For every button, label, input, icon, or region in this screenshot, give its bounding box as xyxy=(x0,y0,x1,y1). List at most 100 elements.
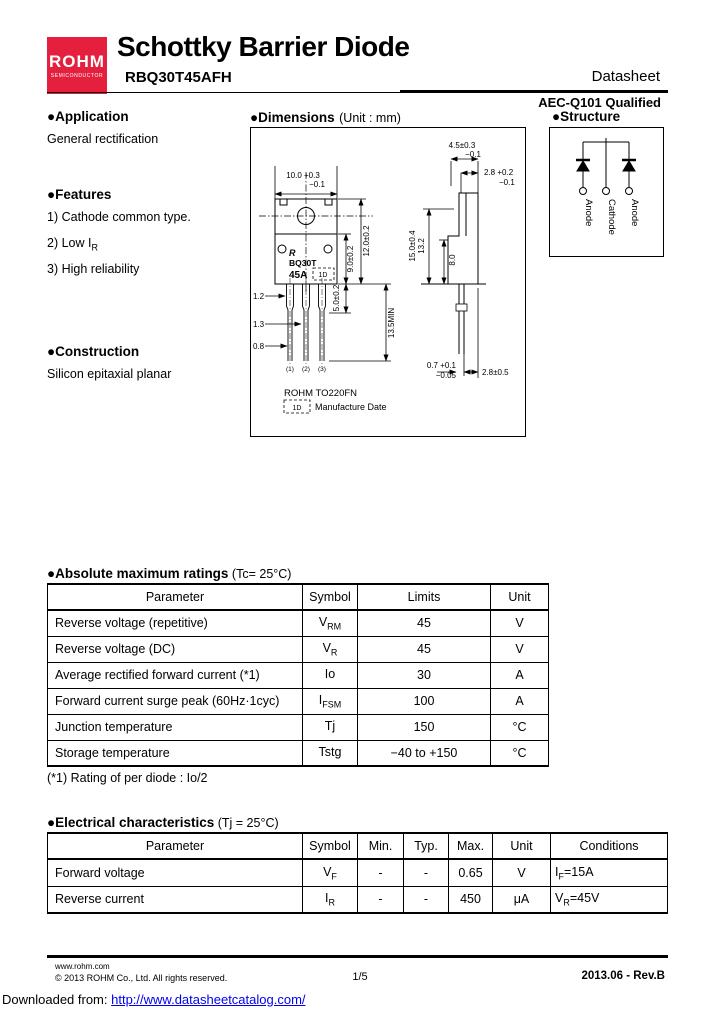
ejector-mark-right xyxy=(323,244,333,254)
unit-cell: A xyxy=(490,687,549,715)
dim-side-w: 4.5±0.3 xyxy=(449,141,476,150)
dimensions-drawing-box: 10.0 +0.3 −0.1 9.0±0.2 12.0±0.2 5.0±0.2 … xyxy=(250,127,526,437)
terminal-label-anode-right: Anode xyxy=(629,199,640,226)
feature-3-num: 3) xyxy=(47,262,59,276)
leads xyxy=(286,278,326,366)
dim-lw1: 1.2 xyxy=(253,292,265,301)
symbol-base: Io xyxy=(324,666,336,681)
header-rule-thin xyxy=(47,92,668,93)
ejector-mark-left xyxy=(277,244,287,254)
marking-line1: BQ30T xyxy=(289,258,317,268)
legend-datecode: 1D xyxy=(293,405,302,412)
condition-value: =15A xyxy=(563,864,594,879)
table-row: Forward current surge peak (60Hz·1cyc) I… xyxy=(47,687,549,715)
page-title: Schottky Barrier Diode xyxy=(117,31,410,62)
marking-area xyxy=(283,267,335,414)
dim-side-w2: 2.8 +0.2 xyxy=(484,168,514,177)
abs-max-header-row: Parameter Symbol Limits Unit xyxy=(47,583,549,611)
part-number: RBQ30T45AFH xyxy=(125,69,232,86)
abs-max-table: Parameter Symbol Limits Unit Reverse vol… xyxy=(47,583,549,767)
download-prefix: Downloaded from: xyxy=(2,992,112,1007)
elec-table: Parameter Symbol Min. Typ. Max. Unit Con… xyxy=(47,832,668,914)
abs-max-title-bold: ●Absolute maximum ratings xyxy=(47,566,229,581)
symbol-sub: R xyxy=(330,647,338,658)
param-cell: Reverse current xyxy=(47,885,303,914)
diode-left xyxy=(576,158,590,172)
unit-cell: °C xyxy=(490,713,549,741)
elec-condition: (Tj = 25°C) xyxy=(214,816,279,830)
condition-base: I xyxy=(555,864,559,879)
dim-lead-t-tol: −0.05 xyxy=(436,371,457,380)
dim-side-h: 15.0±0.4 xyxy=(408,230,417,262)
limit-cell: 45 xyxy=(357,635,491,663)
symbol-sub: FSM xyxy=(322,699,342,710)
marking-line2: 45A xyxy=(289,270,307,281)
table-row: Reverse voltage (repetitive) VRM 45 V xyxy=(47,609,549,637)
table-row: Reverse current IR - - 450 μA VR=45V xyxy=(47,885,668,914)
limit-cell: 150 xyxy=(357,713,491,741)
diode-right xyxy=(622,158,636,172)
front-dimension-lines xyxy=(265,166,391,362)
limit-cell: −40 to +150 xyxy=(357,739,491,767)
elec-title-bold: ●Electrical characteristics xyxy=(47,815,215,830)
package-name: ROHM TO220FN xyxy=(284,388,357,399)
side-dimension-lines xyxy=(423,156,479,378)
manufacture-date-label: Manufacture Date xyxy=(315,402,387,412)
marking-datecode: 1D xyxy=(319,272,328,279)
datasheetcatalog-link[interactable]: http://www.datasheetcatalog.com/ xyxy=(111,992,306,1007)
dimensions-heading-bold: ●Dimensions xyxy=(250,110,335,125)
col-header-parameter: Parameter xyxy=(47,583,303,611)
symbol-base: V xyxy=(322,640,331,655)
table-row: Reverse voltage (DC) VR 45 V xyxy=(47,635,549,663)
feature-item-1: 1) Cathode common type. xyxy=(47,210,191,227)
typ-cell: - xyxy=(403,885,449,914)
feature-1-text: Cathode common type. xyxy=(61,210,191,224)
dim-side-w2-tol: −0.1 xyxy=(499,178,515,187)
col-header-parameter: Parameter xyxy=(47,832,303,860)
symbol-cell: Io xyxy=(302,661,358,689)
dim-lw3: 0.8 xyxy=(253,342,265,351)
footer-rule xyxy=(47,955,668,958)
footer-copyright: © 2013 ROHM Co., Ltd. All rights reserve… xyxy=(55,973,228,983)
symbol-base: I xyxy=(318,692,323,707)
elec-title: ●Electrical characteristics (Tj = 25°C) xyxy=(47,814,279,832)
symbol-cell: IR xyxy=(302,885,358,914)
dim-side-b: 2.8±0.5 xyxy=(482,368,509,377)
param-cell: Storage temperature xyxy=(47,739,303,767)
col-header-typ: Typ. xyxy=(403,832,449,860)
abs-max-title: ●Absolute maximum ratings (Tc= 25°C) xyxy=(47,565,291,583)
symbol-base: Tj xyxy=(324,718,336,733)
condition-cell: IF=15A xyxy=(550,858,668,887)
package-drawing: 10.0 +0.3 −0.1 9.0±0.2 12.0±0.2 5.0±0.2 … xyxy=(253,141,515,414)
param-cell: Forward voltage xyxy=(47,858,303,887)
symbol-cell: IFSM xyxy=(302,687,358,715)
symbol-sub: RM xyxy=(327,621,342,632)
param-cell: Reverse voltage (repetitive) xyxy=(47,609,303,637)
structure-diagram: Anode Cathode Anode xyxy=(576,138,640,235)
dim-h-inner: 9.0±0.2 xyxy=(346,245,355,272)
dim-lead-upper: 5.0±0.2 xyxy=(332,284,341,311)
download-source-line: Downloaded from: http://www.datasheetcat… xyxy=(2,992,306,1007)
col-header-unit: Unit xyxy=(492,832,551,860)
revision-label: 2013.06 - Rev.B xyxy=(581,970,665,982)
condition-base: V xyxy=(555,891,564,905)
pin-label-3: (3) xyxy=(318,366,326,373)
rohm-logo-subtext: SEMICONDUCTOR xyxy=(50,73,104,79)
rohm-logo: ROHM SEMICONDUCTOR xyxy=(47,37,107,94)
param-cell: Forward current surge peak (60Hz·1cyc) xyxy=(47,687,303,715)
abs-max-footnote: (*1) Rating of per diode : Io/2 xyxy=(47,771,208,785)
qualification-badge: AEC-Q101 Qualified xyxy=(538,95,661,110)
terminal-label-anode-left: Anode xyxy=(583,199,594,226)
side-view-outline xyxy=(421,192,486,354)
elec-header-row: Parameter Symbol Min. Typ. Max. Unit Con… xyxy=(47,832,668,860)
construction-body: Silicon epitaxial planar xyxy=(47,367,172,381)
limit-cell: 100 xyxy=(357,687,491,715)
structure-box: Anode Cathode Anode xyxy=(549,127,664,257)
symbol-cell: Tstg xyxy=(302,739,358,767)
dim-side-h2: 13.2 xyxy=(417,238,426,254)
min-cell: - xyxy=(357,885,404,914)
feature-2-sub: R xyxy=(91,242,99,253)
pin-label-1: (1) xyxy=(286,366,294,373)
unit-cell: μA xyxy=(492,885,551,914)
dim-width-top: 10.0 +0.3 xyxy=(286,171,320,180)
